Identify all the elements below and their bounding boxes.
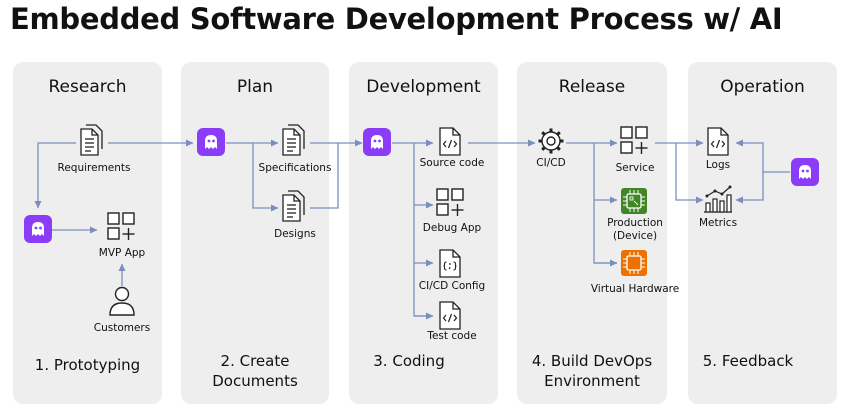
step-label-prototyping: 1. Prototyping	[34, 356, 141, 374]
step-label-coding: 3. Coding	[373, 352, 445, 370]
customers-user-icon	[109, 286, 135, 316]
cicd-gear-icon	[537, 127, 565, 155]
phase-panel-operation	[688, 62, 837, 404]
label-service: Service	[615, 162, 655, 174]
label-device: (Device)	[612, 230, 658, 242]
phase-panel-release	[517, 62, 667, 404]
cicd-config-file-icon	[439, 249, 461, 278]
step-label-feedback: 5. Feedback	[702, 352, 794, 370]
test-code-file-icon	[439, 301, 461, 330]
designs-document-icon	[282, 190, 305, 222]
label-specifications: Specifications	[258, 162, 332, 174]
requirements-document-icon	[80, 124, 103, 156]
ai-assistant-icon	[24, 215, 52, 243]
virtual-hardware-chip-icon	[620, 249, 648, 277]
ai-assistant-icon	[363, 128, 391, 156]
phase-title-operation: Operation	[720, 77, 805, 97]
branch-release-outputs	[593, 143, 617, 264]
debug-app-grid-icon	[436, 188, 465, 217]
phase-title-development: Development	[366, 77, 481, 97]
arrow-ai-to-logs	[735, 139, 790, 173]
label-customers: Customers	[93, 322, 151, 334]
label-logs: Logs	[705, 159, 731, 171]
label-source-code: Source code	[419, 157, 485, 169]
phase-title-release: Release	[558, 77, 626, 97]
label-metrics: Metrics	[698, 217, 738, 229]
mvp-app-grid-icon	[107, 212, 136, 241]
label-mvp-app: MVP App	[98, 247, 146, 259]
label-cicd: CI/CD	[536, 157, 566, 169]
arrow-ai-to-designs	[252, 143, 279, 212]
phase-title-plan: Plan	[236, 77, 274, 97]
label-debug-app: Debug App	[422, 222, 482, 234]
step-label-build-devops: 4. Build DevOps Environment	[531, 352, 653, 390]
label-requirements: Requirements	[57, 162, 131, 174]
arrow-ai-to-metrics	[735, 172, 764, 204]
phase-panel-plan	[181, 62, 329, 404]
source-code-file-icon	[439, 127, 461, 156]
label-designs: Designs	[274, 228, 316, 240]
label-virtual-hardware: Virtual Hardware	[590, 283, 680, 295]
arrow-service-to-metrics	[675, 143, 704, 204]
arrow-designs-to-dev	[310, 143, 339, 209]
production-chip-icon	[620, 187, 648, 215]
ai-assistant-icon	[197, 128, 225, 156]
specifications-document-icon	[282, 124, 305, 156]
step-label-create-documents: 2. Create Documents	[212, 352, 298, 390]
logs-file-icon	[707, 127, 729, 156]
label-cicd-config: CI/CD Config	[418, 280, 486, 292]
metrics-chart-icon	[703, 184, 733, 213]
phase-title-research: Research	[48, 77, 127, 97]
ai-assistant-icon	[791, 158, 819, 186]
phase-panel-development	[349, 62, 498, 404]
label-test-code: Test code	[427, 330, 477, 342]
page-title: Embedded Software Development Process w/…	[10, 2, 783, 36]
service-grid-icon	[620, 126, 649, 155]
arrow-requirements-to-ai	[34, 142, 76, 209]
label-production: Production	[607, 217, 663, 229]
